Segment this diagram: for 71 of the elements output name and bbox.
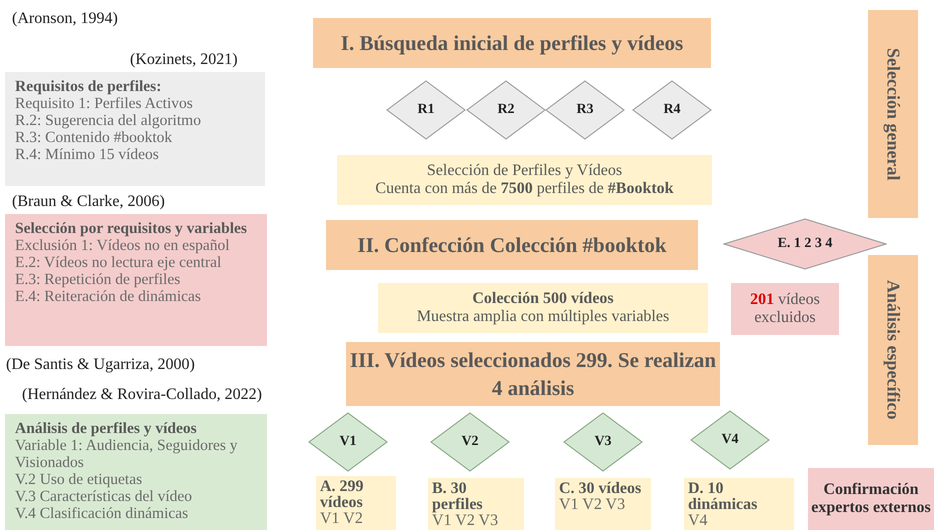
diamond-label: R2: [497, 102, 515, 118]
box-text: Confirmación expertos externos: [810, 481, 932, 517]
result-box: [555, 478, 651, 530]
list-item: E.4: Reiteración de dinámicas: [15, 288, 202, 305]
list-item: V.4 Clasificación dinámicas: [15, 505, 190, 522]
info-box: [378, 283, 708, 333]
note-heading: Colección 500 vídeos: [472, 290, 614, 308]
diamond-label: R3: [576, 102, 594, 118]
panel-heading: Selección por requisitos y variables: [15, 220, 248, 237]
stage-box: [326, 220, 698, 270]
box-text: 201 vídeos excluidos: [749, 291, 821, 327]
diamond-label: V4: [721, 432, 739, 448]
note-text: Muestra amplia con múltiples variables: [416, 308, 670, 326]
citation-text: (De Santis & Ugarriza, 2000): [6, 356, 195, 374]
phase-label: Selección general: [882, 48, 904, 180]
list-item: E.3: Repetición de perfiles: [15, 271, 182, 288]
diamond-label: E. 1 2 3 4: [778, 236, 832, 252]
note-text: Cuenta con más de 7500 perfiles de #Booktok: [375, 180, 674, 198]
result-title: D. 10 dinámicas: [688, 481, 758, 513]
result-title: A. 299 vídeos: [320, 479, 365, 511]
info-box: [337, 155, 712, 205]
decision-diamond: [690, 410, 770, 470]
decision-diamond: [308, 412, 388, 472]
panel-heading: Análisis de perfiles y vídeos: [15, 420, 198, 437]
citation-text: (Aronson, 1994): [12, 10, 118, 28]
diamond-label: R4: [663, 102, 681, 118]
result-title: B. 30 perfiles: [432, 481, 484, 513]
decision-diamond: [466, 80, 546, 140]
decision-diamond: [723, 218, 887, 270]
stage-box: [313, 18, 711, 68]
citation-text: (Braun & Clarke, 2006): [12, 193, 165, 211]
result-variables: V1 V2: [320, 511, 364, 527]
decision-diamond: [563, 412, 643, 472]
diamond-label: V2: [461, 434, 479, 450]
result-box: [684, 478, 794, 530]
result-title: C. 30 vídeos: [559, 481, 642, 497]
result-variables: V4: [688, 513, 709, 529]
list-item: Requisito 1: Perfiles Activos: [15, 95, 194, 112]
stage-title: I. Búsqueda inicial de perfiles y vídeos: [340, 30, 684, 57]
list-item: Exclusión 1: Vídeos no en español: [15, 237, 231, 254]
list-item: R.4: Mínimo 15 vídeos: [15, 146, 160, 163]
list-item: V.3 Características del vídeo: [15, 488, 194, 505]
diamond-label: R1: [417, 102, 435, 118]
citation-text: (Hernández & Rovira-Collado, 2022): [22, 386, 262, 404]
list-item: R.3: Contenido #booktok: [15, 129, 174, 146]
decision-diamond: [386, 80, 466, 140]
result-variables: V1 V2 V3: [559, 497, 626, 513]
citation-text: (Kozinets, 2021): [130, 51, 238, 69]
excluded-box: [731, 283, 839, 335]
phase-band: [868, 255, 918, 445]
exclusion-panel: [5, 214, 267, 346]
analysis-panel: [5, 414, 267, 530]
phase-band: [868, 10, 918, 218]
result-box: [316, 476, 396, 530]
note-heading: Selección de Perfiles y Vídeos: [426, 162, 622, 180]
panel-heading: Requisitos de perfiles:: [15, 78, 162, 95]
diamond-label: V3: [594, 434, 612, 450]
diamond-label: V1: [339, 434, 357, 450]
list-item: E.2: Vídeos no lectura eje central: [15, 254, 222, 271]
decision-diamond: [430, 412, 510, 472]
stage-title: III. Vídeos seleccionados 299. Se realizan 4 análisis: [348, 347, 718, 402]
stage-title: II. Confección Colección #booktok: [357, 232, 667, 259]
result-box: [428, 478, 524, 530]
phase-label: Análisis específico: [882, 280, 904, 420]
list-item: V.2 Uso de etiquetas: [15, 471, 144, 488]
result-variables: V1 V2 V3: [432, 513, 500, 529]
list-item: Variable 1: Audiencia, Seguidores y Visionados: [15, 437, 239, 471]
confirmation-box: [808, 468, 934, 530]
decision-diamond: [545, 80, 625, 140]
decision-diamond: [632, 80, 712, 140]
list-item: R.2: Sugerencia del algoritmo: [15, 112, 202, 129]
